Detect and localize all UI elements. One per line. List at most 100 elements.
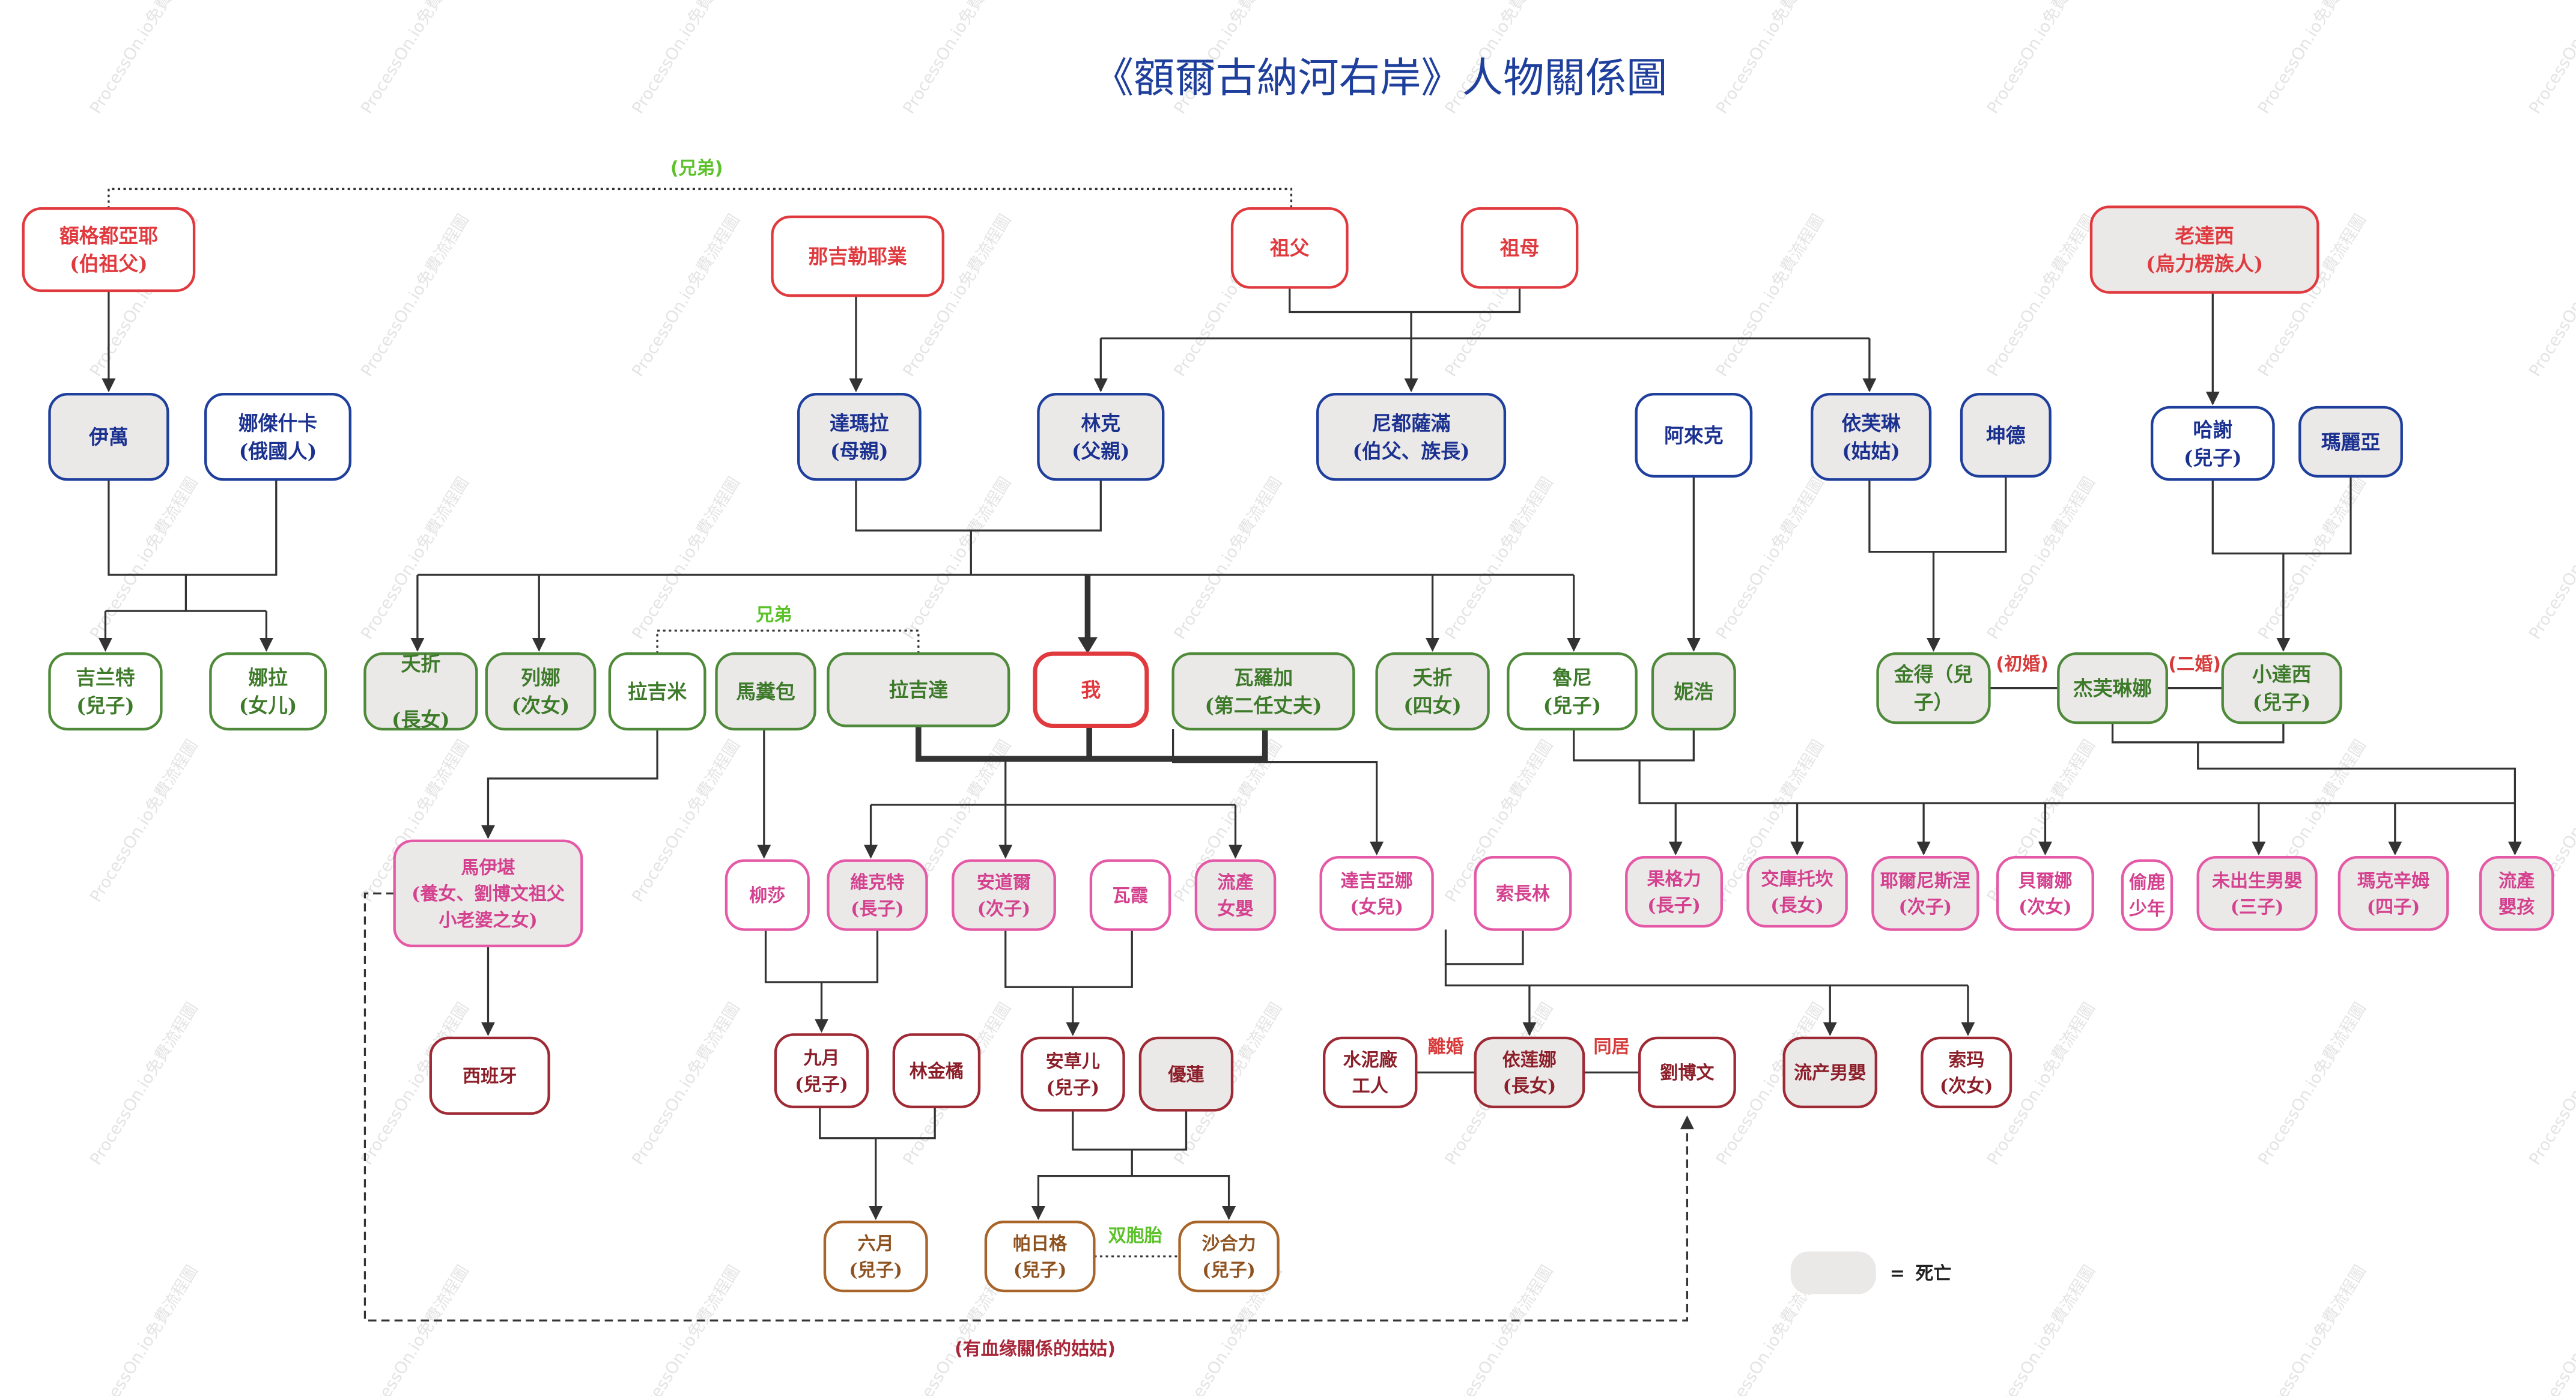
- person-node-alaike[interactable]: 阿來克: [1635, 393, 1753, 478]
- person-node-yilianna[interactable]: 依莲娜(長女): [1474, 1036, 1585, 1108]
- person-node-linke[interactable]: 林克(父親): [1037, 393, 1165, 481]
- person-node-haxie[interactable]: 哈謝(兒子): [2150, 405, 2275, 481]
- connector-line: [2211, 476, 2352, 555]
- node-label: 夭折: [1413, 666, 1453, 690]
- watermark-text: ProcessOn.io免費流程圖: [2526, 0, 2576, 117]
- person-node-weichusheng[interactable]: 未出生男嬰(三子): [2196, 856, 2318, 931]
- node-label: 貝爾娜: [2018, 870, 2072, 891]
- node-label: 伊萬: [88, 425, 129, 449]
- node-label: 瑪克辛姆: [2357, 870, 2429, 891]
- node-label: 索玛: [1948, 1049, 1984, 1070]
- person-node-ancaoer[interactable]: 安草儿(兒子): [1020, 1036, 1125, 1112]
- node-box-deceased: [1625, 856, 1723, 928]
- node-label: 老達西: [2175, 224, 2234, 247]
- node-box-deceased: [1037, 393, 1165, 481]
- node-label: 工人: [1352, 1076, 1388, 1097]
- person-node-suoma[interactable]: 索玛(次女): [1921, 1036, 2012, 1108]
- watermark-text: ProcessOn.io免費流程圖: [628, 474, 744, 643]
- watermark-text: ProcessOn.io免費流程圖: [2255, 474, 2370, 643]
- person-node-xibanya[interactable]: 西班牙: [429, 1036, 550, 1115]
- person-node-youlian[interactable]: 優蓮: [1138, 1036, 1234, 1112]
- person-node-parige[interactable]: 帕日格(兒子): [984, 1220, 1096, 1293]
- person-node-makexinmu[interactable]: 瑪克辛姆(四子): [2338, 856, 2449, 931]
- person-node-lajimi[interactable]: 拉吉米: [608, 652, 706, 731]
- person-node-yifulin[interactable]: 依芙琳(姑姑): [1810, 393, 1932, 481]
- person-node-dajiyana[interactable]: 達吉亞娜(女兒): [1319, 856, 1434, 931]
- person-node-damala[interactable]: 達瑪拉(母親): [797, 393, 922, 481]
- person-node-najile[interactable]: 那吉勒耶業: [771, 215, 945, 297]
- person-node-linjinju[interactable]: 林金橘: [892, 1033, 981, 1108]
- person-node-mafenbao[interactable]: 馬糞包: [715, 652, 816, 731]
- node-label: 偷鹿: [2129, 872, 2165, 893]
- brothers-dotted-line: [656, 630, 920, 654]
- person-node-andaoer[interactable]: 安道爾(次子): [952, 859, 1056, 931]
- node-label: 林金橘: [910, 1061, 964, 1082]
- node-label: 祖父: [1270, 237, 1310, 260]
- person-node-luni[interactable]: 魯尼(兒子): [1507, 652, 1638, 731]
- node-box: [1474, 856, 1572, 931]
- person-node-liusha[interactable]: 柳莎: [724, 859, 810, 931]
- node-label: 水泥廠: [1343, 1049, 1398, 1070]
- person-node-xiaodaxi[interactable]: 小達西(兒子): [2221, 652, 2342, 724]
- watermark-text: ProcessOn.io免費流程圖: [87, 1000, 202, 1168]
- watermark-text: ProcessOn.io免費流程圖: [2526, 474, 2576, 643]
- person-node-wo[interactable]: 我: [1033, 651, 1149, 729]
- node-label: 列娜: [521, 666, 560, 690]
- node-label: 達瑪拉: [830, 411, 889, 435]
- person-node-yaozhe4[interactable]: 夭折(四女): [1375, 652, 1490, 731]
- person-node-nala[interactable]: 娜拉(女儿): [209, 652, 327, 731]
- person-node-jiefulinna[interactable]: 杰芙琳娜: [2057, 652, 2168, 724]
- person-node-grandpa[interactable]: 祖父: [1230, 207, 1349, 289]
- person-node-waxia[interactable]: 瓦霞: [1089, 859, 1171, 931]
- person-node-guogeli[interactable]: 果格力(長子): [1625, 856, 1723, 928]
- person-node-najieshika[interactable]: 娜傑什卡(俄國人): [204, 393, 352, 481]
- node-layer: 額格都亞耶(伯祖父) 那吉勒耶業 祖父 祖母 老達西(烏力楞族人) 伊萬 娜傑什卡(俄國人)…: [22, 205, 2554, 1293]
- node-label: (兒子): [1013, 1260, 1067, 1281]
- node-label: 柳莎: [749, 885, 785, 906]
- connector-line: [819, 1106, 936, 1140]
- node-box-deceased: [1782, 1036, 1878, 1108]
- person-node-nidusaman[interactable]: 尼都薩滿(伯父、族長): [1316, 393, 1507, 481]
- divorce-label: 離婚: [1427, 1037, 1463, 1058]
- person-node-yiwan[interactable]: 伊萬: [48, 393, 169, 481]
- person-node-beierna[interactable]: 貝爾娜(次女): [1996, 856, 2094, 931]
- twins-label: 双胞胎: [1108, 1225, 1162, 1246]
- node-label: (長女): [392, 708, 450, 731]
- node-label: 六月: [858, 1234, 894, 1255]
- person-node-lajida[interactable]: 拉吉達: [827, 652, 1010, 727]
- node-label: 女嬰: [1217, 899, 1253, 920]
- person-node-liuchan-nanying[interactable]: 流产男嬰: [1782, 1036, 1878, 1108]
- person-node-jilante[interactable]: 吉兰特(兒子): [48, 652, 163, 731]
- person-node-grandma[interactable]: 祖母: [1460, 207, 1579, 289]
- node-label: 祖母: [1500, 237, 1540, 260]
- person-node-liena[interactable]: 列娜(次女): [485, 652, 597, 731]
- person-node-nihao[interactable]: 妮浩: [1651, 652, 1736, 731]
- person-node-laodaxi[interactable]: 老達西(烏力楞族人): [2089, 205, 2319, 294]
- person-node-jiaokutuokan[interactable]: 交庫托坎(長女): [1746, 856, 1848, 928]
- person-node-weikete[interactable]: 維克特(長子): [827, 859, 928, 931]
- person-node-waluojia[interactable]: 瓦羅加(第二任丈夫): [1171, 652, 1355, 731]
- node-box-deceased: [1316, 393, 1507, 481]
- person-node-liubowen[interactable]: 劉博文: [1638, 1036, 1736, 1108]
- watermark-text: ProcessOn.io免費流程圖: [2255, 1262, 2370, 1396]
- person-node-kunde[interactable]: 坤德: [1960, 393, 2052, 478]
- person-node-jinde[interactable]: 金得（兒子）: [1876, 652, 1991, 724]
- person-node-ege[interactable]: 額格都亞耶(伯祖父): [22, 207, 196, 293]
- person-node-shaheli[interactable]: 沙合力(兒子): [1178, 1220, 1280, 1293]
- person-node-liuyue[interactable]: 六月(兒子): [823, 1220, 928, 1293]
- node-label: 安道爾: [977, 872, 1031, 893]
- connector-line: [1072, 1110, 1188, 1151]
- person-node-jiuyue[interactable]: 九月(兒子): [774, 1033, 869, 1108]
- person-node-yaozhe1[interactable]: 夭折(長女): [363, 652, 478, 731]
- node-box-deceased: [485, 652, 597, 731]
- person-node-yeerniside[interactable]: 耶爾尼斯涅(次子): [1871, 856, 1979, 931]
- node-box: [823, 1220, 928, 1293]
- person-node-suochanglin[interactable]: 索長林: [1474, 856, 1572, 931]
- person-node-maliya[interactable]: 瑪麗亞: [2298, 405, 2403, 478]
- node-box: [1635, 393, 1753, 478]
